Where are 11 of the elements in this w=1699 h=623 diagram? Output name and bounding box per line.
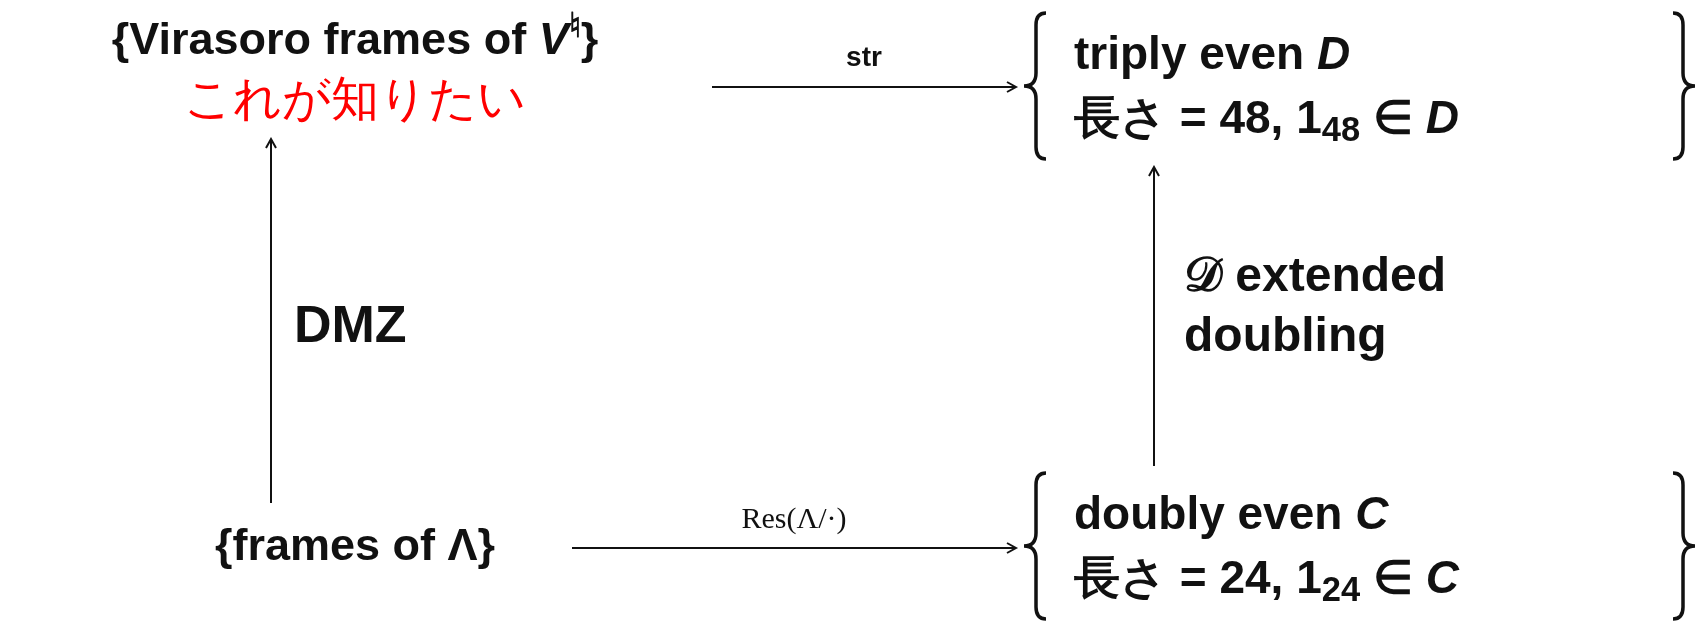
- question-note: これが知りたい: [184, 71, 526, 128]
- arrow: [265, 138, 277, 504]
- arrow: [571, 542, 1017, 554]
- set-title: {Virasoro frames of V$^{♮}$}: [111, 9, 599, 66]
- set-description: 長さ = 24, 1$_{24}$ ∈ C: [1074, 549, 1461, 608]
- set-description: doubly even C: [1074, 485, 1390, 541]
- arrow: [711, 81, 1017, 93]
- set-title: {frames of Λ}: [214, 517, 496, 572]
- arrow: [1148, 166, 1160, 467]
- set-description: 長さ = 48, 1$_{48}$ ∈ D: [1074, 89, 1460, 148]
- set-description: triply even D: [1074, 25, 1352, 81]
